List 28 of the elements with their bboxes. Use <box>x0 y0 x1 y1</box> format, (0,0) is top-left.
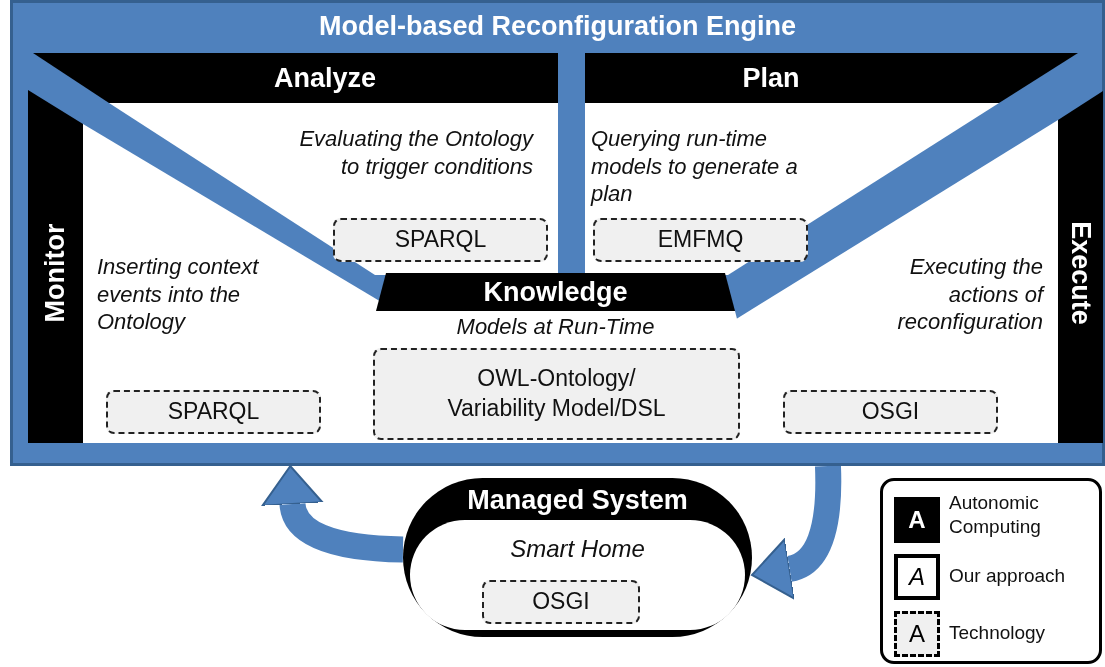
technology-tag: EMFMQ <box>593 218 808 262</box>
curved-arrow <box>261 465 404 563</box>
technology-tag: OSGI <box>783 390 998 434</box>
phase-heading: Monitor <box>39 222 71 325</box>
phase-description: Executing the actions of reconfiguration <box>896 253 1043 336</box>
phase-heading: Execute <box>1065 220 1097 327</box>
phase-description: Querying run-time models to generate a plan <box>591 125 799 208</box>
technology-tag: SPARQL <box>333 218 548 262</box>
engine-frame <box>10 0 1105 466</box>
managed-system-subtitle: Smart Home <box>509 534 646 564</box>
technology-tag: SPARQL <box>106 390 321 434</box>
legend-sample-letter: A <box>908 506 926 534</box>
curved-arrow <box>751 465 842 599</box>
legend-text: Autonomic Computing <box>949 491 1042 539</box>
legend-text: Our approach <box>949 564 1067 588</box>
phase-heading: Analyze <box>272 62 377 95</box>
phase-description: Inserting context events into the Ontology <box>97 253 260 336</box>
technology-tag: OSGI <box>482 580 640 624</box>
knowledge-subtitle: Models at Run-Time <box>455 313 656 341</box>
knowledge-heading: Knowledge <box>482 276 629 309</box>
phase-description: Evaluating the Ontology to trigger conditions <box>298 125 533 180</box>
managed-system-heading: Managed System <box>466 484 689 516</box>
technology-tag: OWL-Ontology/ Variability Model/DSL <box>373 348 740 440</box>
legend-text: Technology <box>949 621 1047 645</box>
legend-sample-letter: A <box>909 620 925 648</box>
legend-sample-letter: A <box>909 563 925 591</box>
phase-heading: Plan <box>741 62 801 95</box>
frame-title: Model-based Reconfiguration Engine <box>318 12 797 42</box>
